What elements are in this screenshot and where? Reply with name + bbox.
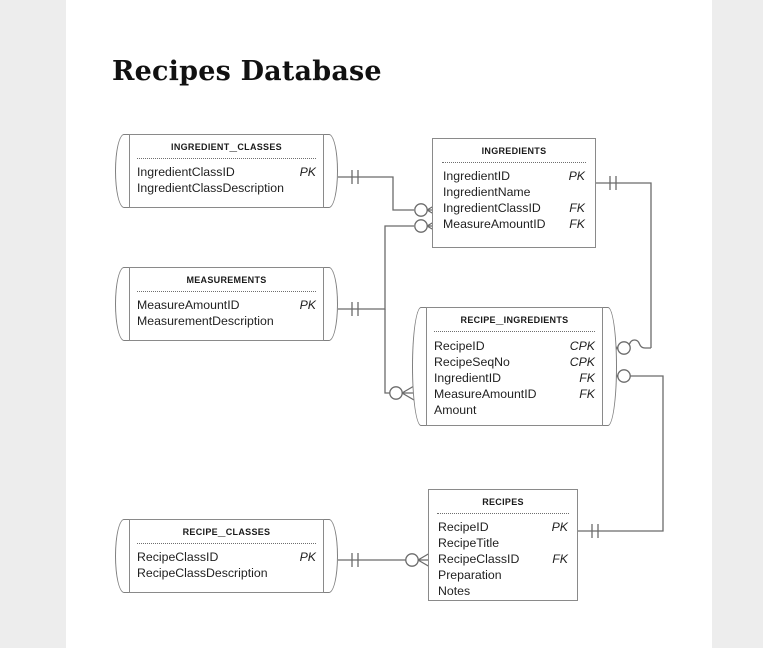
field-name: MeasureAmountID (137, 298, 240, 312)
field-key: PK (568, 169, 585, 183)
field-name: Notes (438, 584, 471, 598)
entity-field: MeasureAmountID FK (434, 386, 595, 402)
entity-body (129, 134, 324, 208)
entity-field: RecipeSeqNo CPK (434, 354, 595, 370)
field-name: IngredientClassID (443, 201, 541, 215)
field-name: IngredientID (434, 371, 501, 385)
entity-recipes[interactable]: Recipes RecipeID PK RecipeTitle RecipeCl… (428, 489, 578, 601)
capsule-left-cap (115, 134, 133, 208)
field-name: MeasureAmountID (443, 217, 546, 231)
entity-field: RecipeTitle (438, 535, 568, 551)
field-key: FK (552, 552, 568, 566)
entity-recipe-classes[interactable]: Recipe_Classes RecipeClassID PK RecipeCl… (115, 519, 338, 593)
field-name: RecipeClassID (438, 552, 520, 566)
entity-body (129, 267, 324, 341)
entity-divider (434, 331, 595, 332)
capsule-left-cap (115, 519, 133, 593)
entity-field: RecipeClassID PK (137, 549, 316, 565)
entity-divider (442, 162, 586, 163)
capsule-left-cap (115, 267, 133, 341)
entity-field: Notes (438, 583, 568, 599)
entity-title: Recipe_Classes (182, 523, 271, 538)
entity-field: RecipeClassID FK (438, 551, 568, 567)
page-title: Recipes Database (112, 56, 382, 87)
capsule-left-cap (412, 307, 430, 426)
entity-divider (137, 291, 316, 292)
field-name: RecipeSeqNo (434, 355, 510, 369)
entity-measurements[interactable]: Measurements MeasureAmountID PK Measurem… (115, 267, 338, 341)
entity-title: Recipe_Ingredients (460, 311, 569, 326)
entity-recipe-ingredients[interactable]: Recipe_Ingredients RecipeID CPK RecipeSe… (412, 307, 617, 426)
field-name: RecipeID (434, 339, 485, 353)
entity-body (129, 519, 324, 593)
capsule-right-cap (599, 307, 617, 426)
field-name: IngredientID (443, 169, 510, 183)
field-key: CPK (569, 355, 595, 369)
capsule-right-cap (320, 134, 338, 208)
entity-ingredients[interactable]: Ingredients IngredientID PK IngredientNa… (432, 138, 596, 248)
field-name: RecipeTitle (438, 536, 500, 550)
entity-body (432, 138, 596, 248)
field-name: Preparation (438, 568, 502, 582)
entity-field: Amount (434, 402, 595, 418)
entity-divider (137, 158, 316, 159)
field-key: PK (299, 165, 316, 179)
field-name: Amount (434, 403, 477, 417)
entity-field: RecipeID CPK (434, 338, 595, 354)
entity-field: IngredientClassID FK (443, 200, 585, 216)
entity-title: Ingredient_Classes (171, 138, 282, 153)
entity-title: Measurements (186, 271, 267, 286)
field-key: PK (551, 520, 568, 534)
field-key: FK (569, 217, 585, 231)
field-name: IngredientClassDescription (137, 181, 284, 195)
entity-divider (137, 543, 316, 544)
entity-field: MeasurementDescription (137, 313, 316, 329)
entity-field: IngredientClassDescription (137, 180, 316, 196)
field-name: RecipeClassID (137, 550, 219, 564)
entity-field: MeasureAmountID PK (137, 297, 316, 313)
field-key: FK (569, 201, 585, 215)
entity-body (426, 307, 603, 426)
field-name: RecipeID (438, 520, 489, 534)
entity-title: Ingredients (481, 142, 547, 157)
entity-field-list: RecipeClassID PK RecipeClassDescription (137, 549, 316, 581)
entity-field: MeasureAmountID FK (443, 216, 585, 232)
entity-ingredient-classes[interactable]: Ingredient_Classes IngredientClassID PK … (115, 134, 338, 208)
entity-field: IngredientID FK (434, 370, 595, 386)
capsule-right-cap (320, 267, 338, 341)
entity-field-list: IngredientClassID PK IngredientClassDesc… (137, 164, 316, 196)
entity-field-list: MeasureAmountID PK MeasurementDescriptio… (137, 297, 316, 329)
entity-title: Recipes (482, 493, 524, 508)
field-key: PK (299, 298, 316, 312)
entity-field-list: RecipeID PK RecipeTitle RecipeClassID FK… (438, 519, 568, 599)
capsule-right-cap (320, 519, 338, 593)
entity-field: IngredientID PK (443, 168, 585, 184)
field-key: CPK (569, 339, 595, 353)
entity-field: RecipeID PK (438, 519, 568, 535)
field-key: PK (299, 550, 316, 564)
entity-field: Preparation (438, 567, 568, 583)
field-name: RecipeClassDescription (137, 566, 268, 580)
entity-field-list: IngredientID PK IngredientName Ingredien… (443, 168, 585, 232)
field-name: MeasurementDescription (137, 314, 274, 328)
field-key: FK (579, 371, 595, 385)
entity-field-list: RecipeID CPK RecipeSeqNo CPK IngredientI… (434, 338, 595, 418)
field-name: IngredientName (443, 185, 531, 199)
field-name: MeasureAmountID (434, 387, 537, 401)
entity-field: IngredientClassID PK (137, 164, 316, 180)
field-name: IngredientClassID (137, 165, 235, 179)
entity-divider (437, 513, 569, 514)
entity-body (428, 489, 578, 601)
entity-field: IngredientName (443, 184, 585, 200)
entity-field: RecipeClassDescription (137, 565, 316, 581)
field-key: FK (579, 387, 595, 401)
